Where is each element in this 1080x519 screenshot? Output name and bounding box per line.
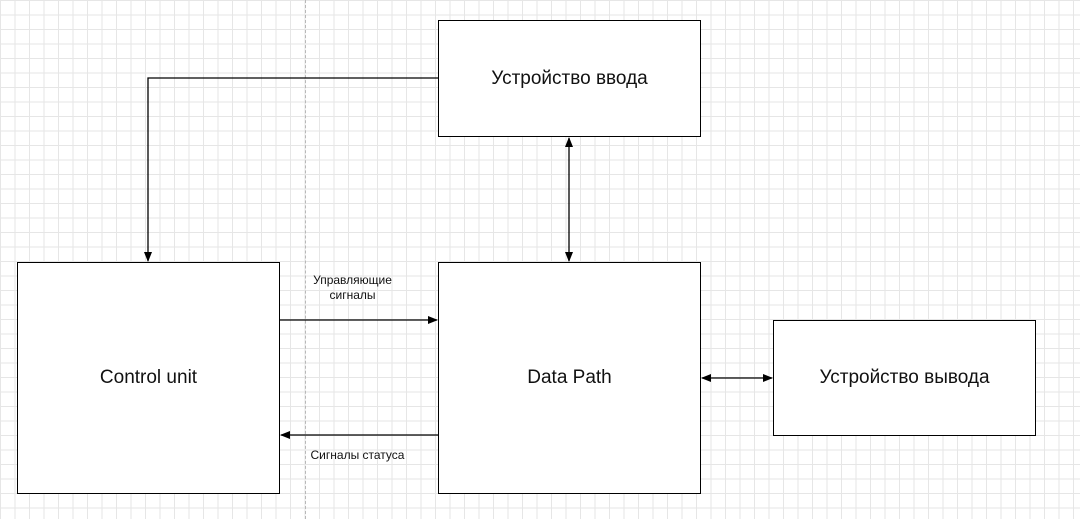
data-path-label: Data Path: [527, 367, 612, 388]
output-device-block[interactable]: Устройство вывода: [773, 320, 1036, 436]
input-device-label: Устройство ввода: [491, 67, 648, 89]
data-path-block[interactable]: Data Path: [438, 262, 701, 494]
control-signals-label-line2: сигналы: [329, 288, 376, 302]
control-signals-label: Управляющие сигналы: [300, 273, 405, 303]
dashed-guide-line: [305, 0, 306, 519]
control-unit-label: Control unit: [99, 367, 198, 388]
input-to-control-arrow: [144, 77, 438, 262]
control-signals-label-line1: Управляющие: [313, 273, 392, 287]
status-signals-label: Сигналы статуса: [310, 448, 405, 462]
output-device-label: Устройство вывода: [819, 367, 990, 388]
input-device-block[interactable]: Устройство ввода: [438, 20, 701, 137]
control-unit-block[interactable]: Control unit: [17, 262, 280, 494]
